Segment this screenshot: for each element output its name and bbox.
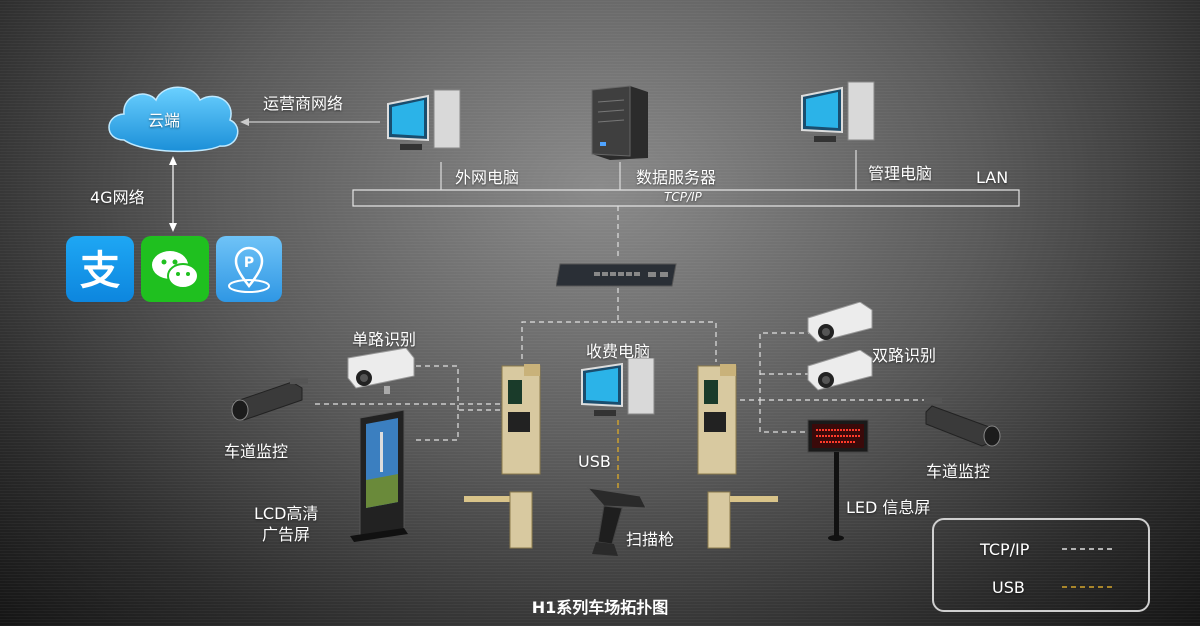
- exit-kiosk-icon: [696, 360, 740, 480]
- svg-text:支: 支: [80, 248, 120, 294]
- lane-monitor-camera-right-icon: [922, 396, 1006, 456]
- data-server-icon: [590, 84, 650, 164]
- toll-pc-icon: [580, 357, 660, 428]
- legend-usb-label: USB: [992, 578, 1025, 597]
- admin-pc-icon: [800, 80, 880, 156]
- usb-label: USB: [578, 452, 611, 471]
- lane-monitor-camera-left-icon: [228, 376, 312, 432]
- dual-lane-recognition-label: 双路识别: [872, 346, 937, 365]
- lcd-ad-screen-label-line2: 广告屏: [262, 525, 311, 544]
- barcode-scanner-icon: [584, 484, 650, 564]
- carrier-network-label: 运营商网络: [263, 94, 344, 113]
- data-server-label: 数据服务器: [636, 168, 717, 187]
- single-lane-recognition-label: 单路识别: [352, 330, 417, 349]
- lcd-ad-screen-label-line1: LCD高清: [254, 504, 319, 523]
- lane-monitor-right-label: 车道监控: [926, 462, 991, 481]
- cloud-node: 云端: [104, 80, 240, 162]
- admin-pc-label: 管理电脑: [868, 164, 933, 183]
- 4g-network-label: 4G网络: [90, 188, 145, 207]
- entry-barrier-gate-icon: [462, 488, 542, 554]
- legend: TCP/IP USB: [932, 518, 1150, 612]
- lcd-ad-screen-icon: [350, 409, 408, 548]
- network-switch-icon: [555, 260, 680, 294]
- parking-app-icon: P: [216, 236, 282, 302]
- tcpip-bus-label: TCP/IP: [664, 190, 702, 204]
- single-lane-camera-icon: [346, 347, 416, 400]
- cloud-icon: [108, 86, 239, 153]
- exit-barrier-gate-icon: [704, 488, 784, 554]
- lan-label: LAN: [976, 168, 1009, 187]
- dual-lane-camera-icon-bottom: [806, 349, 876, 400]
- lan-bus: [352, 189, 1020, 207]
- entry-kiosk-icon: [500, 360, 544, 480]
- external-pc-label: 外网电脑: [455, 168, 520, 187]
- toll-pc-label: 收费电脑: [586, 342, 651, 361]
- cloud-label: 云端: [148, 111, 181, 130]
- led-info-screen-icon: [806, 418, 870, 548]
- external-pc-icon: [386, 88, 466, 164]
- alipay-icon: 支: [66, 236, 134, 302]
- lane-monitor-left-label: 车道监控: [224, 442, 289, 461]
- led-info-screen-label: LED 信息屏: [846, 498, 931, 517]
- diagram-title: H1系列车场拓扑图: [531, 598, 669, 617]
- svg-text:P: P: [244, 255, 254, 271]
- wechat-icon: [141, 236, 209, 302]
- legend-tcpip-label: TCP/IP: [980, 540, 1030, 559]
- dual-lane-camera-icon-top: [806, 301, 876, 352]
- scanner-label: 扫描枪: [626, 530, 675, 549]
